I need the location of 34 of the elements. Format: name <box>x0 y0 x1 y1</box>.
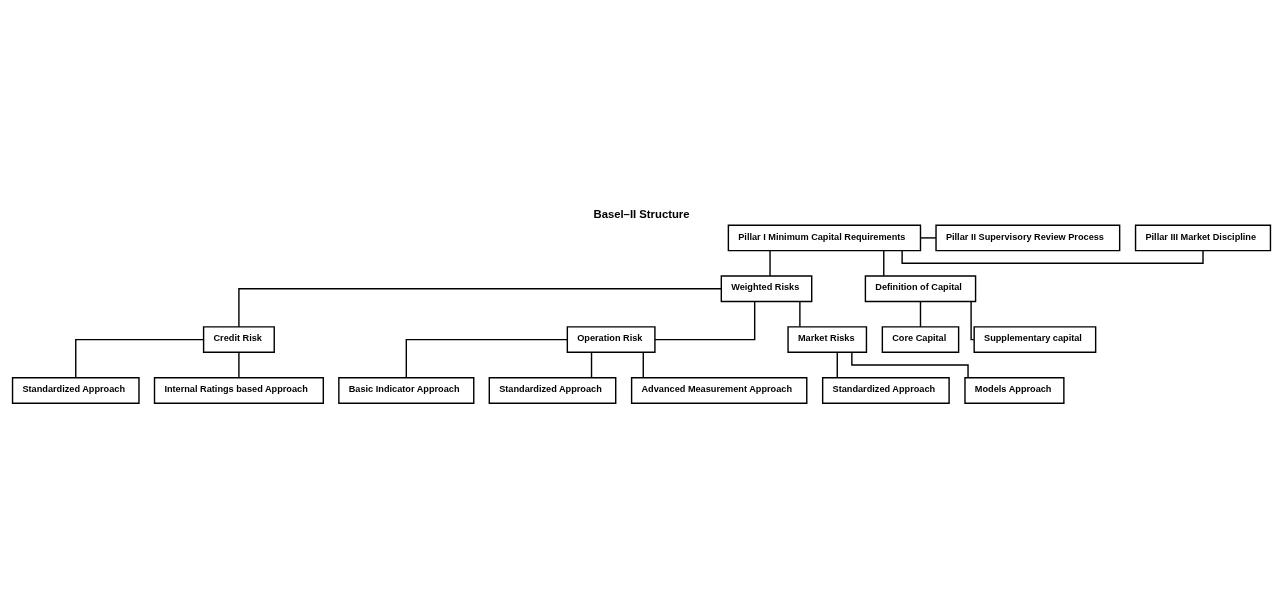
connector <box>405 338 568 378</box>
connector <box>799 300 801 327</box>
node-box: Definition of Capital <box>864 274 977 302</box>
connector <box>238 351 240 378</box>
node-box: Pillar III Market Discipline <box>1134 224 1272 251</box>
connector <box>836 351 838 378</box>
node-box: Standardized Approach <box>11 376 140 404</box>
connector <box>919 300 922 327</box>
connector <box>883 249 885 276</box>
connector <box>238 287 722 327</box>
node-box: Standardized Approach <box>488 376 617 404</box>
connector <box>851 351 969 378</box>
node-box: Core Capital <box>881 325 960 353</box>
connector <box>901 249 1204 264</box>
node-box: Market Risks <box>787 325 868 353</box>
node-box: Pillar I Minimum Capital Requirements <box>727 224 922 251</box>
node-box: Standardized Approach <box>821 376 950 404</box>
node-box: Weighted Risks <box>720 274 813 302</box>
connector <box>75 338 205 378</box>
node-box: Models Approach <box>964 376 1065 404</box>
connector <box>769 249 771 276</box>
node-box: Advanced Measurement Approach <box>630 376 808 404</box>
node-box: Pillar II Supervisory Review Process <box>935 224 1121 251</box>
connector <box>590 351 593 378</box>
diagram-title: Basel–II Structure <box>593 207 690 220</box>
node-box: Supplementary capital <box>973 325 1097 353</box>
connector <box>642 351 644 378</box>
node-box: Credit Risk <box>202 325 275 353</box>
node-box: Internal Ratings based Approach <box>153 376 324 404</box>
connector <box>970 300 975 340</box>
connector <box>920 236 937 239</box>
node-box: Basic Indicator Approach <box>338 376 475 404</box>
connector <box>654 300 756 340</box>
node-box: Operation Risk <box>566 325 656 353</box>
